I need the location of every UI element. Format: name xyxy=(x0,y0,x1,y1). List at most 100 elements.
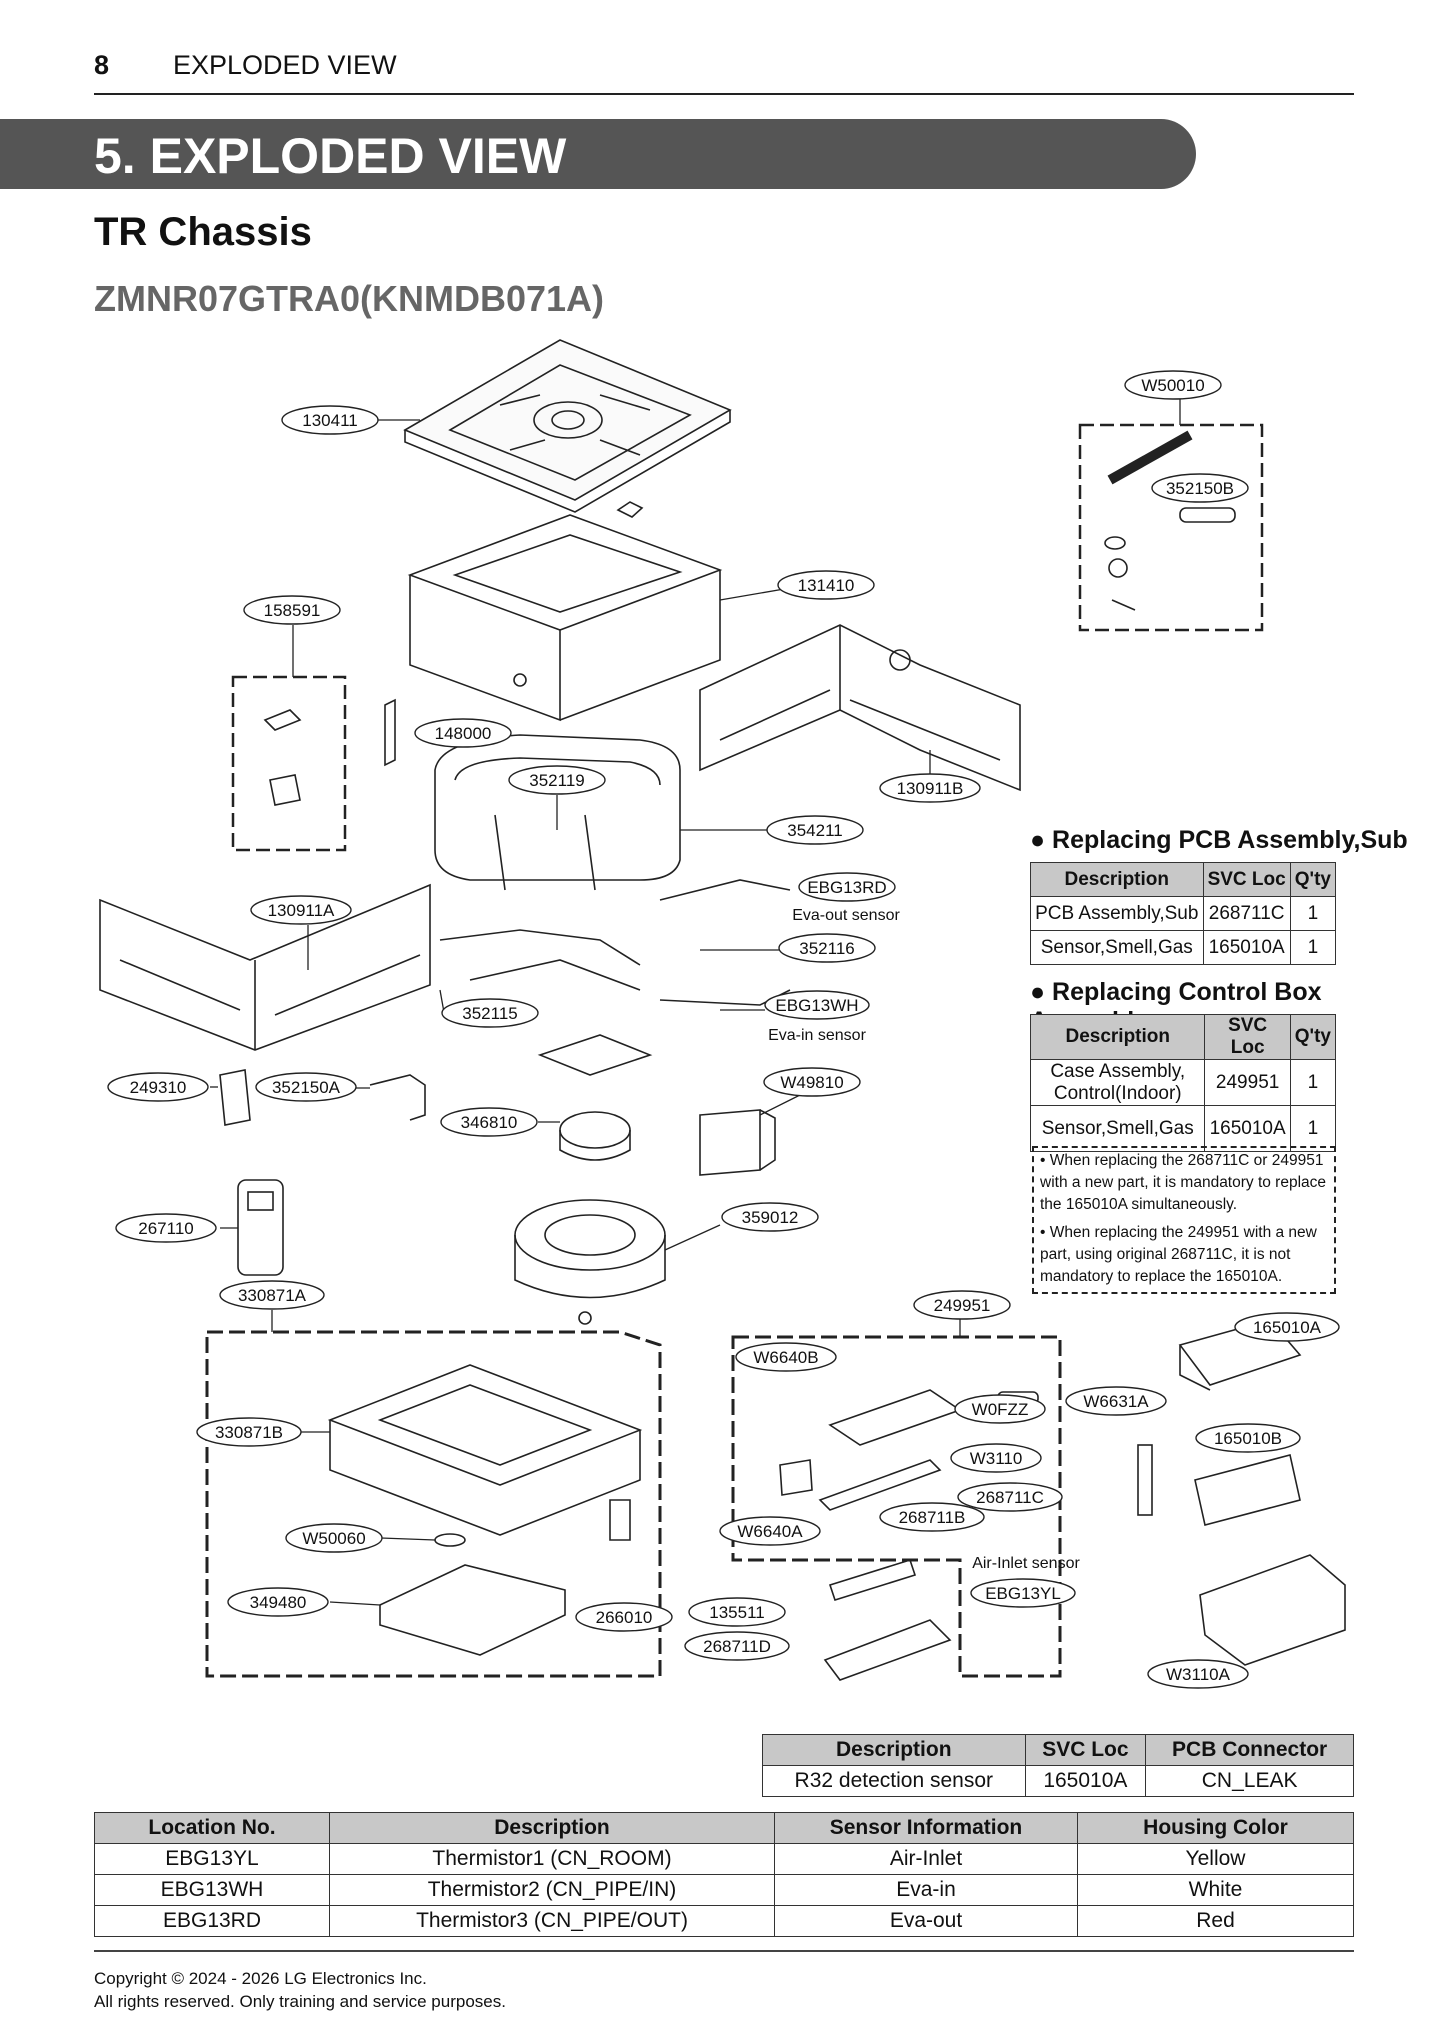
label-352119: 352119 xyxy=(508,765,606,795)
label-EBG13WH: EBG13WH xyxy=(764,990,870,1020)
label-249310: 249310 xyxy=(107,1072,209,1102)
svg-text:148000: 148000 xyxy=(435,724,492,743)
label-130411: 130411 xyxy=(281,405,379,435)
label-EBG13YL: EBG13YL xyxy=(970,1578,1076,1608)
svg-text:330871A: 330871A xyxy=(238,1286,307,1305)
side-panel-b-drawing xyxy=(699,624,1021,792)
svg-text:W50060: W50060 xyxy=(302,1529,365,1548)
note-2: • When replacing the 249951 with a new p… xyxy=(1040,1224,1317,1285)
pcb-replace-heading: ● Replacing PCB Assembly,Sub xyxy=(1030,826,1408,854)
svg-text:W3110: W3110 xyxy=(970,1449,1023,1468)
label-EBG13RD: EBG13RD xyxy=(798,872,896,902)
svg-text:W3110A: W3110A xyxy=(1166,1665,1231,1684)
control-group-frame xyxy=(731,1335,1062,1678)
pcb-drawing xyxy=(828,1559,917,1601)
label-352116: 352116 xyxy=(778,933,876,963)
svg-text:131410: 131410 xyxy=(798,576,855,595)
terminal-block-drawing xyxy=(779,1459,813,1496)
front-grille-drawing xyxy=(403,339,732,518)
label-165010A: 165010A xyxy=(1234,1312,1340,1342)
svg-text:346810: 346810 xyxy=(461,1113,518,1132)
label-130911A: 130911A xyxy=(250,895,352,925)
label-W50010: W50010 xyxy=(1124,370,1222,400)
panel-group-frame xyxy=(205,1330,662,1678)
label-330871A: 330871A xyxy=(219,1280,325,1310)
side-panel-a-drawing xyxy=(99,883,431,1051)
label-346810: 346810 xyxy=(440,1107,538,1137)
label-W3110: W3110 xyxy=(950,1443,1042,1473)
svg-text:352119: 352119 xyxy=(529,771,584,790)
svg-text:268711B: 268711B xyxy=(899,1508,966,1527)
caption-eva-out: Eva-out sensor xyxy=(792,907,900,924)
motor-drawing xyxy=(537,1034,653,1161)
label-359012: 359012 xyxy=(721,1202,819,1232)
thermistor-holder-drawing xyxy=(609,1499,631,1541)
svg-text:266010: 266010 xyxy=(596,1608,653,1627)
label-W50060: W50060 xyxy=(285,1523,383,1553)
svg-text:330871B: 330871B xyxy=(215,1423,283,1442)
label-330871B: 330871B xyxy=(196,1417,302,1447)
label-352115: 352115 xyxy=(441,998,539,1028)
sensor-case-drawing xyxy=(1199,1554,1346,1666)
cable-tie-drawing xyxy=(1137,1444,1153,1516)
label-268711D: 268711D xyxy=(684,1631,790,1661)
svg-text:135511: 135511 xyxy=(709,1603,764,1622)
svg-text:W6640B: W6640B xyxy=(753,1348,818,1367)
158591-kit-frame xyxy=(231,675,347,852)
drain-hose-drawing xyxy=(369,1074,426,1121)
w50010-kit-frame xyxy=(1078,423,1264,632)
svg-text:352150A: 352150A xyxy=(272,1078,341,1097)
svg-text:349480: 349480 xyxy=(250,1593,307,1612)
svg-text:352150B: 352150B xyxy=(1166,479,1234,498)
label-352150A: 352150A xyxy=(255,1072,357,1102)
note-1: • When replacing the 268711C or 249951 w… xyxy=(1040,1152,1327,1213)
label-W49810: W49810 xyxy=(763,1067,861,1097)
label-130911B: 130911B xyxy=(879,773,981,803)
remote-control-drawing xyxy=(237,1179,284,1276)
svg-text:W49810: W49810 xyxy=(780,1073,843,1092)
label-131410: 131410 xyxy=(777,570,875,600)
svg-text:EBG13YL: EBG13YL xyxy=(985,1584,1061,1603)
label-148000: 148000 xyxy=(414,718,512,748)
svg-text:EBG13WH: EBG13WH xyxy=(775,996,858,1015)
label-349480: 349480 xyxy=(227,1587,329,1617)
clamp-drawing xyxy=(219,1069,251,1126)
pcb-cover-drawing xyxy=(818,1459,942,1511)
page-number: 8 xyxy=(94,50,110,80)
svg-text:249951: 249951 xyxy=(934,1296,991,1315)
svg-text:W50010: W50010 xyxy=(1141,376,1204,395)
label-W6631A: W6631A xyxy=(1065,1386,1167,1416)
chapter-title: 5. EXPLODED VIEW xyxy=(94,128,567,184)
header-rule xyxy=(94,93,1354,95)
footer-rule xyxy=(94,1950,1354,1952)
display-pcb-drawing xyxy=(823,1619,952,1681)
svg-text:130911B: 130911B xyxy=(897,779,964,798)
model-title: ZMNR07GTRA0(KNMDB071A) xyxy=(94,278,605,319)
drain-hose-kit-drawing xyxy=(1104,430,1236,611)
svg-text:W6631A: W6631A xyxy=(1083,1392,1149,1411)
svg-text:267110: 267110 xyxy=(138,1219,193,1238)
label-268711C: 268711C xyxy=(957,1482,1063,1512)
label-352150B: 352150B xyxy=(1151,473,1249,503)
svg-text:165010B: 165010B xyxy=(1214,1429,1282,1448)
label-W3110A: W3110A xyxy=(1147,1659,1249,1689)
svg-text:165010A: 165010A xyxy=(1253,1318,1322,1337)
section-title: EXPLODED VIEW xyxy=(173,50,397,80)
fan-drawing xyxy=(514,1199,666,1325)
svg-text:130911A: 130911A xyxy=(268,901,335,920)
svg-text:EBG13RD: EBG13RD xyxy=(807,878,886,897)
label-249951: 249951 xyxy=(913,1290,1011,1320)
label-W6640B: W6640B xyxy=(735,1342,837,1372)
control-box-drawing xyxy=(699,1109,776,1176)
label-267110: 267110 xyxy=(115,1213,217,1243)
label-W6640A: W6640A xyxy=(719,1516,821,1546)
label-268711B: 268711B xyxy=(879,1502,985,1532)
